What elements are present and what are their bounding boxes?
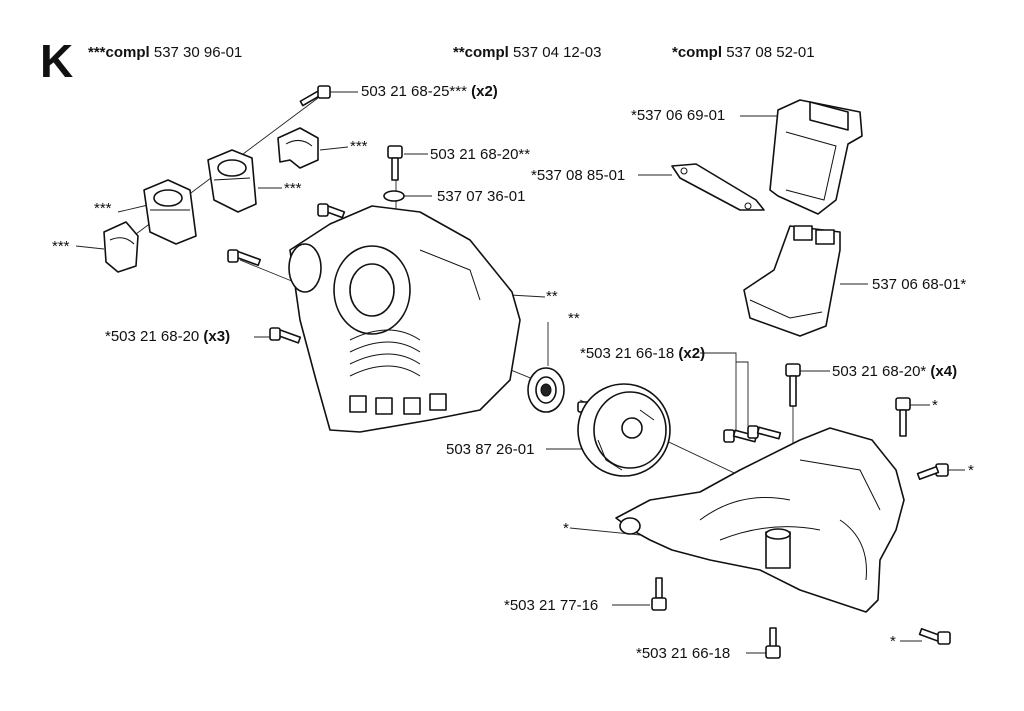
crankcase xyxy=(615,427,905,613)
label-plate: *537 08 85-01 xyxy=(531,167,626,184)
screw-right-vertical xyxy=(785,363,801,407)
label-star1-b: * xyxy=(968,462,974,479)
label-star1-c: * xyxy=(563,520,569,537)
screw-center xyxy=(387,145,403,181)
label-star3-c: *** xyxy=(94,200,112,217)
screw-bottom-c xyxy=(918,627,951,645)
header-compl-1: ***compl 537 30 96-01 xyxy=(88,44,243,61)
screws-mid xyxy=(723,425,782,443)
label-screws-mid: *503 21 66-18 (x2) xyxy=(580,345,706,362)
label-star2-a: ** xyxy=(546,288,558,305)
screw-left-b xyxy=(227,249,262,267)
circlip xyxy=(383,190,405,202)
screw-right-side xyxy=(916,463,949,481)
screw-left-a xyxy=(317,203,346,219)
label-screw-top: 503 21 68-25*** (x2) xyxy=(361,83,498,100)
label-screws-left: *503 21 68-20 (x3) xyxy=(105,328,231,345)
label-star3-b: *** xyxy=(284,180,302,197)
plate xyxy=(671,163,765,211)
bracket-top-right xyxy=(769,99,863,215)
label-circlip: 537 07 36-01 xyxy=(437,188,526,205)
label-star1-a: * xyxy=(932,397,938,414)
header-compl-3: *compl 537 08 52-01 xyxy=(672,44,815,61)
clamp-housing-upper xyxy=(207,149,257,213)
label-star1-d: * xyxy=(890,633,896,650)
label-cup: 537 06 68-01* xyxy=(872,276,967,293)
label-star3-a: *** xyxy=(350,138,368,155)
main-housing xyxy=(288,205,521,433)
screw-right-upper xyxy=(895,397,911,437)
label-screw-bottom-a: *503 21 77-16 xyxy=(504,597,599,614)
label-star3-d: *** xyxy=(52,238,70,255)
screw-bottom-b xyxy=(765,627,781,659)
screw-left-c xyxy=(269,327,302,344)
label-screws-right: 503 21 68-20* (x4) xyxy=(832,363,958,380)
clutch-drum xyxy=(577,383,671,477)
screw-bottom-a xyxy=(651,577,667,611)
label-bearing: 503 87 26-01 xyxy=(446,441,535,458)
label-bracket-top: *537 06 69-01 xyxy=(631,107,726,124)
label-screw-center: 503 21 68-20** xyxy=(430,146,531,163)
header-compl-2: **compl 537 04 12-03 xyxy=(453,44,602,61)
screw-top xyxy=(299,85,331,107)
bearing xyxy=(527,367,565,413)
label-screw-bottom-b: *503 21 66-18 xyxy=(636,645,731,662)
section-letter: K xyxy=(40,35,74,87)
clamp-half-bottom xyxy=(103,221,139,273)
label-star2-b: ** xyxy=(568,310,580,327)
cup xyxy=(743,225,841,337)
clamp-housing-lower xyxy=(143,179,197,245)
clamp-half-top xyxy=(277,127,319,169)
